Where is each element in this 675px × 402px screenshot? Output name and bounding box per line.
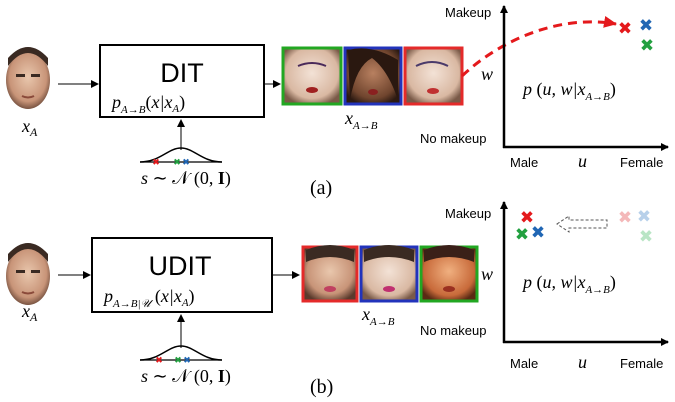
plot-b-formula: p (u, w|xA→B) bbox=[521, 272, 616, 296]
noise-sample-blue-b: ✖ bbox=[183, 355, 191, 365]
plot-b-x-right-label: Female bbox=[620, 356, 663, 371]
caption-a: (a) bbox=[310, 177, 332, 199]
output-face-1-a bbox=[281, 46, 343, 106]
output-label-b: xA→B bbox=[361, 304, 395, 328]
plot-a-sample-red: ✖ bbox=[618, 19, 632, 38]
plot-a-x-right-label: Female bbox=[620, 155, 663, 170]
plot-a-y-bottom-label: No makeup bbox=[420, 131, 486, 146]
plot-b-x-left-label: Male bbox=[510, 356, 538, 371]
plot-b-ghost-red: ✖ bbox=[618, 208, 632, 227]
plot-a-y-axis-label: w bbox=[481, 64, 493, 84]
panel-a: xA DIT pA→B(x|xA) ✖ ✖ ✖ s ∼ 𝒩 (0, I) xA→… bbox=[1, 5, 669, 199]
plot-b-sample-green: ✖ bbox=[515, 225, 529, 244]
noise-label-b: s ∼ 𝒩 (0, I) bbox=[141, 366, 231, 387]
noise-sample-green-b: ✖ bbox=[174, 355, 182, 365]
plot-a-sample-blue: ✖ bbox=[639, 16, 653, 35]
input-face-b bbox=[1, 243, 55, 306]
noise-gaussian-a bbox=[139, 147, 223, 163]
dit-box-title: DIT bbox=[160, 58, 204, 88]
caption-b: (b) bbox=[310, 376, 333, 398]
plot-a-y-top-label: Makeup bbox=[445, 5, 491, 20]
output-face-3-a bbox=[403, 46, 464, 106]
plot-b-ghost-green: ✖ bbox=[639, 227, 653, 246]
plot-a-x-left-label: Male bbox=[510, 155, 538, 170]
plot-b-x-mid-label: u bbox=[578, 352, 587, 372]
output-faces-a bbox=[281, 46, 464, 106]
plot-b-sample-blue: ✖ bbox=[531, 223, 545, 242]
hollow-left-arrow bbox=[556, 215, 608, 233]
output-faces-b bbox=[301, 245, 479, 303]
plot-b-y-axis-label: w bbox=[481, 264, 493, 284]
plot-a-formula: p (u, w|xA→B) bbox=[521, 79, 616, 103]
input-face-a bbox=[1, 47, 55, 110]
plot-b-y-top-label: Makeup bbox=[445, 206, 491, 221]
noise-sample-red-b: ✖ bbox=[155, 355, 163, 365]
red-dashed-arrow bbox=[460, 15, 617, 78]
noise-sample-blue-a: ✖ bbox=[182, 157, 190, 167]
udit-box-title: UDIT bbox=[149, 251, 212, 281]
noise-sample-red-a: ✖ bbox=[152, 157, 160, 167]
plot-a-sample-green: ✖ bbox=[640, 36, 654, 55]
input-label-a: xA bbox=[21, 116, 38, 139]
plot-b-sample-red: ✖ bbox=[520, 208, 534, 227]
plot-b-ghost-blue: ✖ bbox=[637, 207, 651, 226]
panel-b: xA UDIT pA→B|𝒰 (x|xA) ✖ ✖ ✖ s ∼ 𝒩 (0, I)… bbox=[1, 201, 669, 398]
plot-a-x-mid-label: u bbox=[578, 151, 587, 171]
noise-label-a: s ∼ 𝒩 (0, I) bbox=[141, 168, 231, 189]
output-label-a: xA→B bbox=[344, 108, 378, 132]
plot-b-y-bottom-label: No makeup bbox=[420, 323, 486, 338]
dit-box bbox=[99, 44, 265, 118]
noise-sample-green-a: ✖ bbox=[173, 157, 181, 167]
noise-gaussian-b bbox=[139, 345, 223, 361]
